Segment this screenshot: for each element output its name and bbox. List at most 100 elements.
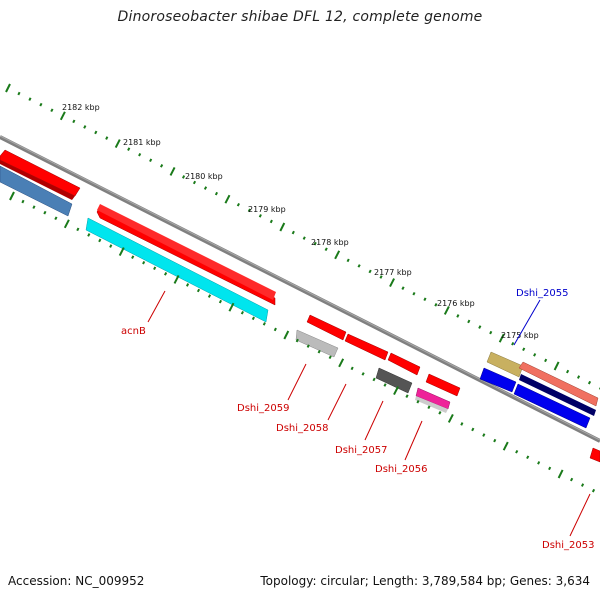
tick-minor [317, 349, 321, 354]
tick-major [228, 302, 235, 312]
gene-reverse-steelblue[interactable] [0, 165, 73, 217]
gene-reverse-navy[interactable] [519, 374, 596, 416]
tick-major [173, 274, 180, 284]
tick-minor [185, 283, 190, 287]
tick-minor [94, 130, 98, 135]
tick-minor [83, 125, 87, 129]
gene-forward-1[interactable] [0, 149, 81, 197]
tick-minor [251, 316, 255, 321]
tick-minor [258, 214, 262, 218]
tick-minor [196, 288, 201, 293]
gene-reverse-blue-2[interactable] [513, 383, 591, 429]
tick-major [557, 469, 564, 479]
tick-major [224, 194, 231, 204]
gene-label-dshi2055[interactable]: Dshi_2055 [516, 288, 568, 299]
tick-minor [50, 108, 54, 113]
label-leaders [147, 290, 591, 537]
tick-minor [570, 477, 574, 482]
tick-minor [43, 210, 47, 215]
tick-minor [153, 266, 157, 271]
topology-label: Topology: circular; Length: 3,789,584 bp… [260, 574, 590, 588]
tick-minor [489, 330, 493, 335]
genome-backbone-highlight [0, 135, 600, 441]
tick-major [114, 139, 121, 149]
gene-forward-dshi2056[interactable] [425, 373, 461, 397]
tick-minor [537, 461, 541, 465]
gene-reverse-gray-small[interactable] [415, 396, 448, 413]
tick-minor [361, 372, 365, 376]
gene-forward-dshi2059[interactable] [306, 314, 347, 341]
tick-minor [54, 216, 58, 221]
tick-minor [302, 236, 306, 240]
gene-label-dshi2059[interactable]: Dshi_2059 [237, 403, 289, 414]
gene-reverse-cyan[interactable] [85, 217, 269, 323]
tick-major [553, 361, 560, 371]
tick-minor [526, 455, 530, 460]
tick-minor [591, 488, 596, 493]
gene-forward-dshi2053[interactable] [589, 447, 600, 463]
tick-minor [236, 202, 240, 207]
tick-minor [576, 375, 581, 379]
tick-minor [291, 230, 295, 235]
tick-label: 2178 kbp [311, 238, 349, 247]
tick-minor [522, 347, 526, 352]
tick-minor [76, 227, 80, 232]
gene-forward-salmon[interactable] [518, 361, 599, 407]
gene-forward-dshi2057[interactable] [387, 352, 421, 376]
tick-minor [306, 344, 310, 348]
gene-labels: acnB Dshi_2059 Dshi_2058 Dshi_2057 Dshi_… [121, 288, 594, 551]
tick-minor [460, 422, 464, 426]
tick-minor [493, 438, 497, 443]
tick-minor [269, 219, 273, 224]
gene-reverse-blue-1[interactable] [479, 367, 517, 393]
tick-major [63, 219, 70, 229]
tick-minor [127, 147, 131, 151]
gene-label-dshi2058[interactable]: Dshi_2058 [276, 423, 328, 434]
tick-major [283, 330, 290, 340]
gene-forward-1-side [0, 160, 75, 200]
tick-minor [313, 241, 317, 246]
gene-reverse-gray-dark[interactable] [375, 367, 413, 394]
tick-minor [434, 303, 438, 307]
tick-minor [295, 338, 299, 343]
tick-minor [416, 399, 420, 404]
gene-label-acnb[interactable]: acnB [121, 326, 146, 337]
tick-minor [240, 310, 244, 315]
gene-forward-dshi2058[interactable] [344, 333, 389, 361]
tick-minor [467, 319, 471, 324]
tick-minor [548, 466, 552, 471]
tick-minor [533, 353, 537, 357]
tick-minor [423, 297, 427, 302]
tick-label: 2182 kbp [62, 103, 100, 112]
tick-label: 2180 kbp [185, 172, 223, 181]
tick-label: 2176 kbp [437, 299, 475, 308]
tick-major [338, 358, 345, 368]
tick-minor [580, 483, 585, 487]
tick-minor [160, 164, 164, 168]
tick-minor [21, 199, 25, 204]
tick-minor [401, 286, 405, 290]
tick-minor [350, 366, 354, 371]
tick-minor [39, 102, 43, 107]
tick-major [393, 386, 399, 396]
tick-major [118, 247, 125, 257]
tick-major [59, 111, 66, 121]
gene-label-dshi2057[interactable]: Dshi_2057 [335, 445, 387, 456]
tick-minor [346, 258, 350, 263]
tick-minor [412, 291, 416, 296]
tick-minor [273, 327, 277, 332]
tick-minor [207, 294, 212, 298]
gene-reverse-gray-light[interactable] [295, 329, 339, 358]
tick-minor [544, 358, 548, 363]
gene-label-dshi2053[interactable]: Dshi_2053 [542, 540, 594, 551]
tick-minor [456, 314, 460, 318]
tick-major [447, 413, 454, 423]
tick-minor [511, 341, 515, 346]
tick-minor [214, 191, 219, 196]
tick-minor [32, 205, 36, 209]
gene-label-dshi2056[interactable]: Dshi_2056 [375, 464, 427, 475]
tick-minor [587, 380, 592, 385]
tick-minor [566, 369, 570, 374]
tick-minor [17, 91, 21, 96]
tick-minor [357, 264, 361, 268]
